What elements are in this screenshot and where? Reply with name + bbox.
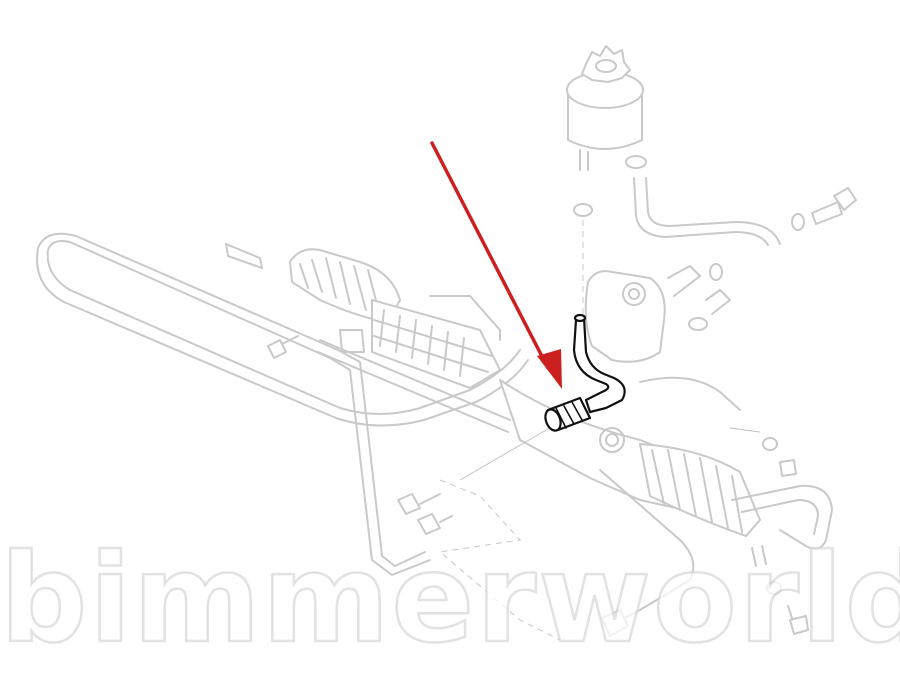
fitting-bolts [751,437,809,635]
line-connectors [397,493,453,535]
reservoir-hose [633,177,769,246]
mounting-bolt [791,187,857,231]
indicator-arrow [430,141,562,389]
fluid-reservoir [566,45,647,171]
hose-clamp [573,203,593,217]
highlighted-hose [544,313,626,432]
rack-bolt [267,335,299,359]
leader-line [438,479,561,641]
steering-rack [225,243,761,537]
power-steering-pump [584,263,731,363]
cooling-loop [46,240,521,415]
